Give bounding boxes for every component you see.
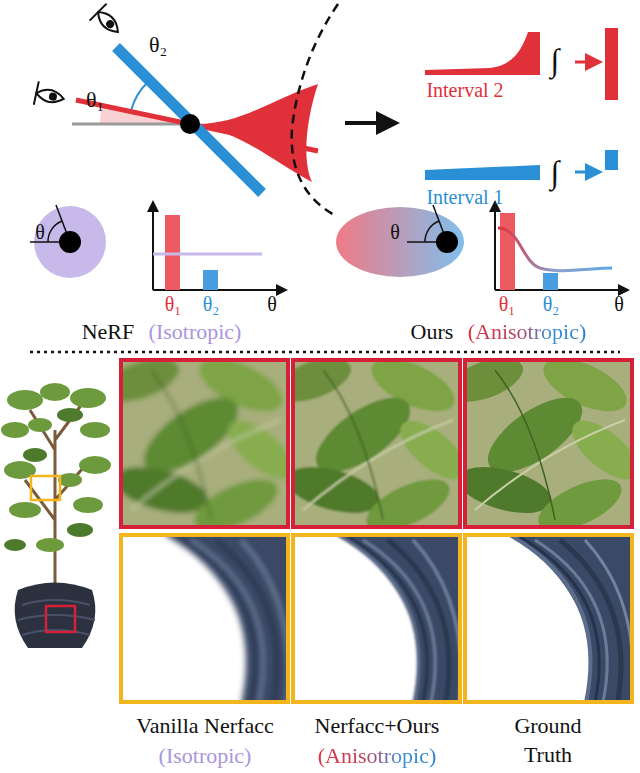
ray-illustration [34,4,388,216]
interval-label: Interval 1 [426,186,503,209]
method-property: (Isotropic) [159,743,252,768]
method-property: (Anisotropic) [468,319,587,344]
axis-label: θ [267,293,277,316]
column-title: Ground Truth [503,712,593,769]
axis-tick-label: θ₁ [499,293,516,316]
eye-icon [34,81,66,110]
pot-crop [111,525,301,715]
leaf-crop [97,348,303,541]
method-property: (Anisotropic) [318,743,437,768]
pot-crop [283,525,473,715]
anisotropic-illustration [336,205,624,290]
axis-tick-label: θ₂ [203,293,220,316]
leaf-crop [441,348,640,541]
plant-thumbnail [1,383,111,648]
column-title: Nerfacc+Ours [315,713,440,738]
method-name: NeRF [82,319,135,344]
method-property: (Isotropic) [149,319,242,344]
integral-sign: ∫ [551,42,560,79]
method-name: Ours [411,319,454,344]
axis-tick-label: θ₂ [543,293,560,316]
angle-label: θ [35,221,45,244]
integral-sign: ∫ [551,154,560,191]
angle-label: θ₂ [149,32,167,57]
separator [30,351,620,354]
pot-crop [455,525,640,715]
isotropic-illustration [30,205,282,290]
interval-plots [425,28,618,180]
interval-label: Interval 2 [426,79,503,102]
leaf-crop [269,348,475,541]
angle-label: θ₁ [86,87,104,112]
axis-tick-label: θ₁ [165,293,182,316]
column-title: Vanilla Nerfacc [136,713,273,738]
angle-label: θ [390,221,400,244]
axis-label: θ [614,293,624,316]
eye-icon [90,4,127,41]
